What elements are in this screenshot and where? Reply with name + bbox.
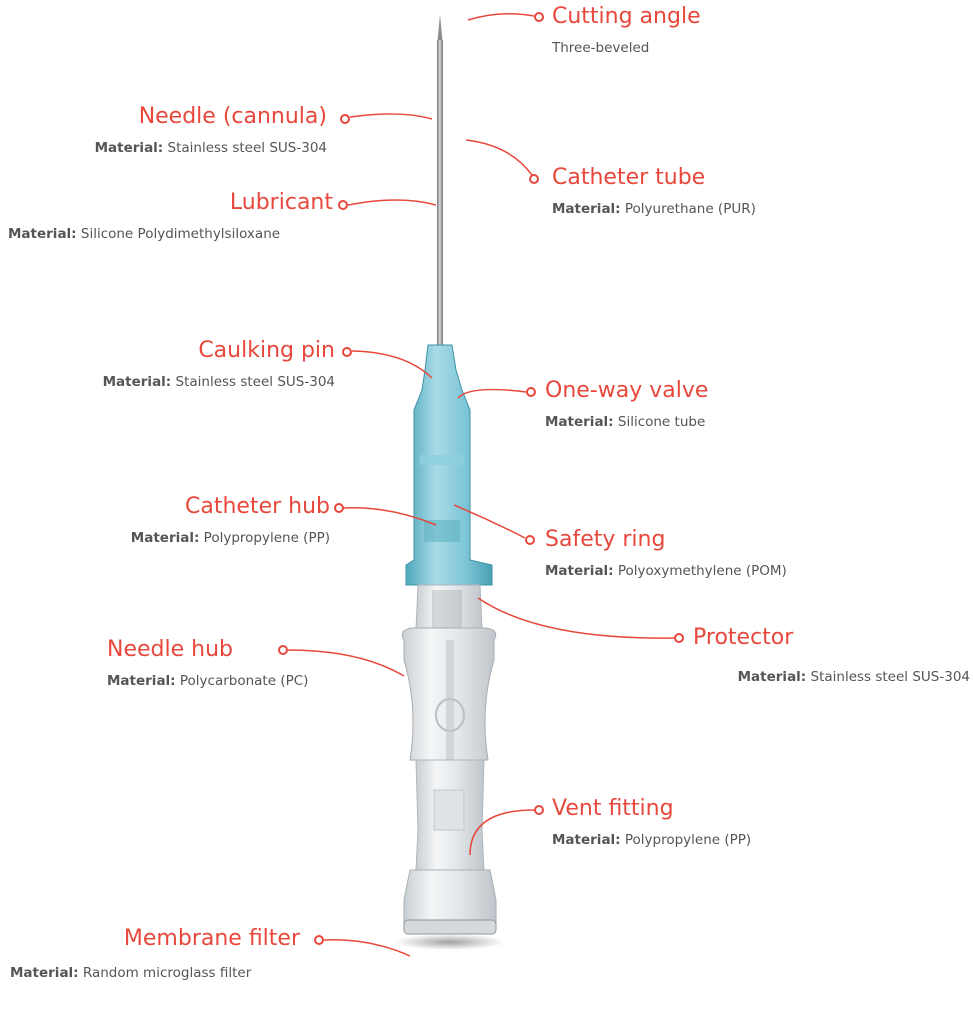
safety-ring-material-value: Polyoxymethylene (POM) xyxy=(618,563,787,579)
dot-cutting-angle xyxy=(535,13,543,21)
dot-lubricant xyxy=(339,201,347,209)
material-prefix: Material: xyxy=(552,201,621,217)
dot-catheter-hub xyxy=(335,504,343,512)
one-way-valve-material: Material: Silicone tube xyxy=(545,413,708,431)
cutting-angle-title: Cutting angle xyxy=(552,4,701,30)
label-needle-cannula: Needle (cannula) Material: Stainless ste… xyxy=(95,104,327,157)
label-caulking-pin: Caulking pin Material: Stainless steel S… xyxy=(103,338,335,391)
lubricant-material: Material: Silicone Polydimethylsiloxane xyxy=(8,225,280,243)
one-way-valve-material-value: Silicone tube xyxy=(618,414,705,430)
material-prefix: Material: xyxy=(8,226,77,242)
dot-vent-fitting xyxy=(535,806,543,814)
dot-one-way-valve xyxy=(527,388,535,396)
lubricant-material-value: Silicone Polydimethylsiloxane xyxy=(81,226,280,242)
dot-caulking-pin xyxy=(343,348,351,356)
vent-fitting-title: Vent fitting xyxy=(552,796,751,822)
leader-needle-cannula xyxy=(350,114,432,119)
needle-hub-material: Material: Polycarbonate (PC) xyxy=(107,672,308,690)
membrane-filter-title: Membrane filter xyxy=(124,926,300,952)
caulking-pin-material-value: Stainless steel SUS-304 xyxy=(176,374,336,390)
dot-membrane-filter xyxy=(315,936,323,944)
safety-ring-title: Safety ring xyxy=(545,527,787,553)
label-lubricant-material: Material: Silicone Polydimethylsiloxane xyxy=(8,225,280,243)
leader-one-way-valve xyxy=(458,390,526,398)
material-prefix: Material: xyxy=(738,669,807,685)
label-lubricant: Lubricant xyxy=(230,190,333,216)
catheter-hub-title: Catheter hub xyxy=(131,494,330,520)
catheter-hub-material-value: Polypropylene (PP) xyxy=(204,530,330,546)
catheter-tube-material-value: Polyurethane (PUR) xyxy=(625,201,756,217)
label-membrane-filter-material: Material: Random microglass filter xyxy=(10,964,251,982)
one-way-valve-title: One-way valve xyxy=(545,378,708,404)
dot-protector xyxy=(675,634,683,642)
needle-cannula-material-value: Stainless steel SUS-304 xyxy=(168,140,328,156)
vent-fitting-material: Material: Polypropylene (PP) xyxy=(552,831,751,849)
leader-cutting-angle xyxy=(468,14,534,20)
protector-material: Material: Stainless steel SUS-304 xyxy=(738,668,970,686)
catheter-tube-title: Catheter tube xyxy=(552,165,756,191)
label-needle-hub: Needle hub Material: Polycarbonate (PC) xyxy=(107,637,308,690)
label-protector-material: Material: Stainless steel SUS-304 xyxy=(738,668,970,686)
safety-ring-material: Material: Polyoxymethylene (POM) xyxy=(545,562,787,580)
catheter-tube-material: Material: Polyurethane (PUR) xyxy=(552,200,756,218)
material-prefix: Material: xyxy=(10,965,79,981)
dot-needle-cannula xyxy=(341,115,349,123)
material-prefix: Material: xyxy=(545,563,614,579)
leader-protector xyxy=(478,598,674,638)
protector-title: Protector xyxy=(693,625,793,651)
label-safety-ring: Safety ring Material: Polyoxymethylene (… xyxy=(545,527,787,580)
material-prefix: Material: xyxy=(131,530,200,546)
material-prefix: Material: xyxy=(103,374,172,390)
leader-caulking-pin xyxy=(352,351,432,378)
label-catheter-tube: Catheter tube Material: Polyurethane (PU… xyxy=(552,165,756,218)
label-cutting-angle: Cutting angle Three-beveled xyxy=(552,4,701,57)
needle-shaft xyxy=(437,40,443,350)
membrane-filter-material: Material: Random microglass filter xyxy=(10,964,251,982)
membrane-filter-material-value: Random microglass filter xyxy=(83,965,251,981)
label-vent-fitting: Vent fitting Material: Polypropylene (PP… xyxy=(552,796,751,849)
needle-cannula-title: Needle (cannula) xyxy=(95,104,327,130)
material-prefix: Material: xyxy=(545,414,614,430)
label-membrane-filter: Membrane filter xyxy=(124,926,300,952)
leader-lubricant xyxy=(348,200,436,205)
material-prefix: Material: xyxy=(552,832,621,848)
cutting-angle-detail: Three-beveled xyxy=(552,39,701,57)
material-prefix: Material: xyxy=(95,140,164,156)
label-protector: Protector xyxy=(693,625,793,651)
material-prefix: Material: xyxy=(107,673,176,689)
needle-cannula-material: Material: Stainless steel SUS-304 xyxy=(95,139,327,157)
lubricant-title: Lubricant xyxy=(230,190,333,216)
vent-fitting-material-value: Polypropylene (PP) xyxy=(625,832,751,848)
catheter-hub-material: Material: Polypropylene (PP) xyxy=(131,529,330,547)
dot-catheter-tube xyxy=(530,175,538,183)
label-one-way-valve: One-way valve Material: Silicone tube xyxy=(545,378,708,431)
caulking-pin-material: Material: Stainless steel SUS-304 xyxy=(103,373,335,391)
label-catheter-hub: Catheter hub Material: Polypropylene (PP… xyxy=(131,494,330,547)
needle-hub-title: Needle hub xyxy=(107,637,308,663)
caulking-pin-title: Caulking pin xyxy=(103,338,335,364)
dot-safety-ring xyxy=(526,536,534,544)
protector-material-value: Stainless steel SUS-304 xyxy=(811,669,971,685)
needle-hub-material-value: Polycarbonate (PC) xyxy=(180,673,309,689)
leader-catheter-tube xyxy=(466,140,532,175)
